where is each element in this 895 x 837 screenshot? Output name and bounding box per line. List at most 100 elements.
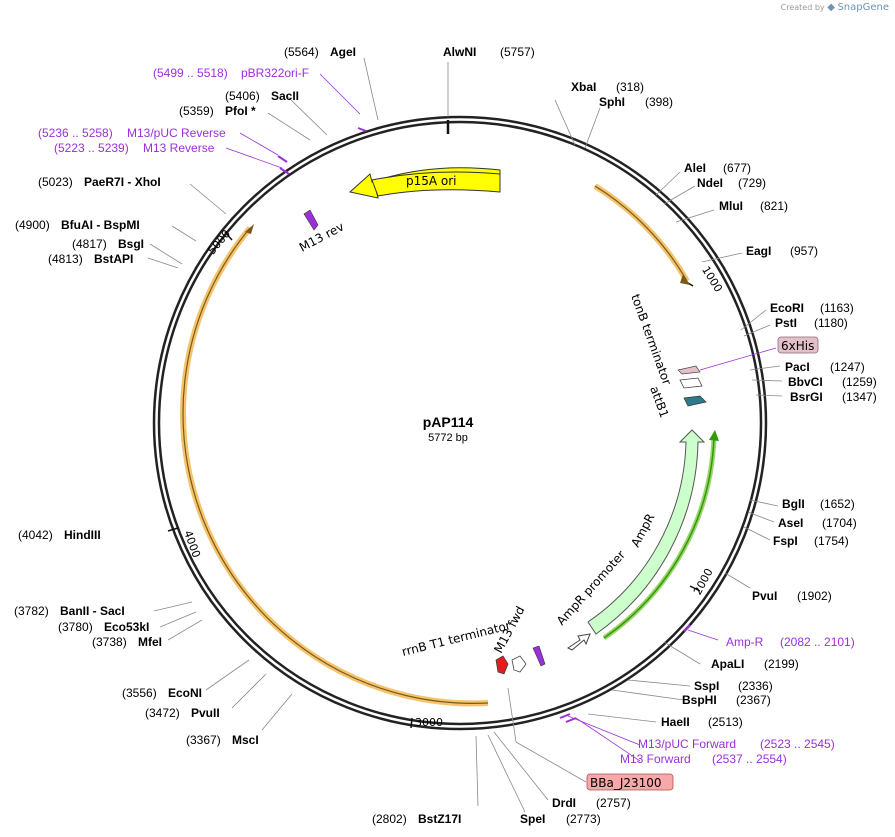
site-sphi-name[interactable]: SphI	[599, 95, 625, 109]
site-bsgi-name[interactable]: BsgI	[118, 237, 144, 251]
pacI-bbvci-shape[interactable]	[679, 377, 703, 389]
primer-m13-rev-range: (5223 .. 5239)	[54, 141, 129, 155]
primer-m13-rev-name[interactable]: M13 Reverse	[143, 141, 215, 155]
site-pfoi-name[interactable]: PfoI *	[225, 104, 256, 118]
orf-arc-top-right	[593, 183, 690, 283]
tonb-terminator-label: tonB terminator	[628, 292, 674, 387]
tick-marks	[167, 231, 701, 729]
site-xhoi-name[interactable]: PaeR7I - XhoI	[84, 175, 161, 189]
site-pvuii-name[interactable]: PvuII	[191, 706, 220, 720]
primer-pbr322ori-f-range: (5499 .. 5518)	[153, 66, 228, 80]
orf-arc-top-right-head	[680, 274, 690, 285]
primer-amp-r-range: (2082 .. 2101)	[780, 635, 855, 649]
site-haeii-name[interactable]: HaeII	[661, 715, 690, 729]
site-mfei-name[interactable]: MfeI	[138, 635, 162, 649]
m13-fwd-primer-mark[interactable]	[532, 645, 546, 667]
tick-label-2000: 2000	[691, 566, 716, 597]
site-fspi-pos: (1754)	[814, 534, 849, 548]
site-mlui-name[interactable]: MluI	[719, 199, 743, 213]
site-asei-pos: (1704)	[822, 516, 857, 530]
site-bsphi-name[interactable]: BspHI	[682, 693, 717, 707]
primer-pbr322ori-f-name[interactable]: pBR322ori-F	[241, 66, 309, 80]
site-sspi-name[interactable]: SspI	[694, 679, 719, 693]
site-alei-pos: (677)	[723, 161, 751, 175]
site-alwni-pos: (5757)	[500, 45, 535, 59]
primer-m13puc-fwd-name[interactable]: M13/pUC Forward	[638, 737, 736, 751]
site-bsphi-pos: (2367)	[736, 693, 771, 707]
site-agei-name[interactable]: AgeI	[330, 45, 356, 59]
snapgene-credit: Created by ◆ SnapGene	[781, 2, 889, 13]
site-pvuii-pos: (3472)	[145, 706, 180, 720]
site-saci-name[interactable]: BanII - SacI	[60, 604, 125, 618]
site-bstapi-name[interactable]: BstAPI	[94, 252, 133, 266]
m13-puc-forward-mark[interactable]	[559, 713, 571, 719]
site-eco53ki-pos: (3780)	[58, 620, 93, 634]
site-bspmi-pos: (4900)	[15, 218, 50, 232]
site-sacii-pos: (5406)	[225, 89, 260, 103]
p15a-ori-body[interactable]	[371, 171, 501, 197]
site-sacii-name[interactable]: SacII	[271, 89, 299, 103]
site-xbai-name[interactable]: XbaI	[571, 80, 596, 94]
site-spei-name[interactable]: SpeI	[520, 812, 545, 826]
site-bsrgi-pos: (1347)	[842, 390, 877, 404]
site-msci-name[interactable]: MscI	[232, 733, 259, 747]
site-xhoi-pos: (5023)	[38, 175, 73, 189]
ampr-promoter-arrow[interactable]	[567, 633, 591, 651]
orf-arc-left-head	[245, 224, 254, 234]
site-hindiii-pos: (4042)	[18, 528, 53, 542]
site-alei-name[interactable]: AleI	[684, 161, 706, 175]
site-bbvci-pos: (1259)	[842, 375, 877, 389]
site-bbvci-name[interactable]: BbvCI	[788, 375, 823, 389]
tonb-terminator-shape[interactable]	[677, 365, 701, 375]
site-bspmi-name[interactable]: BfuAI - BspMI	[61, 218, 140, 232]
m13-puc-reverse-mark[interactable]	[277, 155, 288, 163]
site-sspi-pos: (2336)	[738, 679, 773, 693]
backbone-outer-strand	[152, 115, 768, 731]
site-alwni-name[interactable]: AlwNI	[443, 45, 476, 59]
m13-rev-primer-mark[interactable]	[303, 209, 319, 231]
ampr-arrow[interactable]	[587, 429, 706, 635]
tick-label-3000: 3000	[415, 716, 443, 729]
credit-prefix: Created by	[780, 3, 825, 12]
primer-m13puc-rev-range: (5236 .. 5258)	[38, 126, 113, 140]
site-ecori-pos: (1163)	[820, 301, 854, 315]
site-bstz17i-name[interactable]: BstZ17I	[418, 812, 461, 826]
site-haeii-pos: (2513)	[708, 715, 743, 729]
site-bsrgi-name[interactable]: BsrGI	[790, 390, 823, 404]
site-fspi-name[interactable]: FspI	[773, 534, 798, 548]
site-asei-name[interactable]: AseI	[778, 516, 803, 530]
pbr322ori-f-mark[interactable]	[357, 127, 367, 132]
site-eagi-pos: (957)	[790, 244, 818, 258]
site-pvui-pos: (1902)	[797, 589, 832, 603]
site-paci-name[interactable]: PacI	[785, 360, 810, 374]
attb1-shape[interactable]	[683, 395, 707, 407]
site-bgli-name[interactable]: BglI	[782, 497, 805, 511]
site-apali-name[interactable]: ApaLI	[711, 657, 744, 671]
plasmid-length: 5772 bp	[428, 432, 468, 444]
primer-m13-fwd-name[interactable]: M13 Forward	[620, 752, 691, 766]
ampr-label: AmpR	[628, 511, 657, 549]
orf-arc-left-core	[182, 227, 489, 704]
site-drdi-name[interactable]: DrdI	[552, 796, 576, 810]
m13-reverse-mark[interactable]	[279, 167, 290, 175]
site-ndei-name[interactable]: NdeI	[697, 176, 723, 190]
site-eagi-name[interactable]: EagI	[746, 244, 771, 258]
bba-j23100-box[interactable]	[586, 773, 674, 791]
his-tag-box[interactable]	[777, 336, 819, 354]
terminator-outline-shape[interactable]	[511, 655, 527, 673]
site-pfoi-pos: (5359)	[179, 104, 214, 118]
site-eco53ki-name[interactable]: Eco53kI	[104, 620, 149, 634]
site-pvui-name[interactable]: PvuI	[752, 589, 777, 603]
m13-forward-mark[interactable]	[565, 717, 577, 723]
rrnb-terminator-shape[interactable]	[495, 655, 509, 675]
site-bstz17i-pos: (2802)	[372, 812, 407, 826]
site-econi-name[interactable]: EcoNI	[168, 686, 202, 700]
amp-r-mark[interactable]	[683, 624, 691, 632]
primer-m13puc-rev-name[interactable]: M13/pUC Reverse	[127, 126, 226, 140]
primer-amp-r-name[interactable]: Amp-R	[726, 635, 764, 649]
tick-label-1000: 1000	[699, 264, 725, 295]
site-psti-name[interactable]: PstI	[775, 316, 797, 330]
site-ecori-name[interactable]: EcoRI	[770, 301, 804, 315]
site-hindiii-name[interactable]: HindIII	[64, 528, 101, 542]
